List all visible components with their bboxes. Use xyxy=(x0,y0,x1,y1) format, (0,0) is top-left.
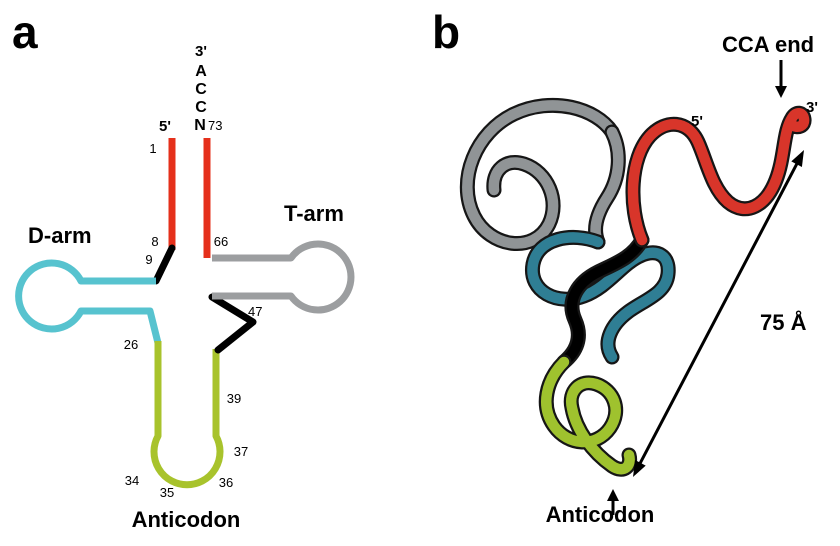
acceptor-tube xyxy=(627,108,810,246)
residue-47: 47 xyxy=(248,304,262,319)
distance-label: 75 Å xyxy=(760,309,807,335)
three-prime-label: 3' xyxy=(195,43,207,60)
anticodon-arrowhead-icon xyxy=(607,489,619,501)
five-prime-label: 5' xyxy=(159,118,171,135)
acceptor-letter-c1: C xyxy=(195,81,207,98)
residue-8: 8 xyxy=(151,234,158,249)
residue-39: 39 xyxy=(227,391,241,406)
t-arm-stem-tube xyxy=(590,126,624,248)
connector-8-9 xyxy=(152,244,176,285)
cca-end-label: CCA end xyxy=(722,32,814,57)
five-prime-label-b: 5' xyxy=(691,113,703,130)
acceptor-letter-n: N xyxy=(194,117,206,134)
cca-end-arrow xyxy=(775,60,787,98)
three-prime-label-b: 3' xyxy=(806,99,818,116)
panel-a-schematic: a 3' A C C N 73 5' 1 8 9 66 D-arm T-arm … xyxy=(12,6,355,532)
t-arm-strand xyxy=(212,240,355,314)
residue-1: 1 xyxy=(149,141,156,156)
residue-35: 35 xyxy=(160,485,174,500)
acceptor-letter-c2: C xyxy=(195,99,207,116)
anticodon-arm-strand xyxy=(150,341,224,489)
anticodon-tube xyxy=(541,356,635,475)
panel-b-letter: b xyxy=(432,6,460,58)
cca-end-arrowhead-icon xyxy=(775,86,787,98)
residue-73: 73 xyxy=(208,118,222,133)
residue-36: 36 xyxy=(219,475,233,490)
residue-37: 37 xyxy=(234,444,248,459)
t-arm-label: T-arm xyxy=(284,201,344,226)
d-arm-strand xyxy=(15,259,162,344)
connector-tube xyxy=(558,234,648,368)
distance-arrow xyxy=(633,150,804,477)
d-arm-label: D-arm xyxy=(28,223,92,248)
distance-arrowhead-bottom-icon xyxy=(633,460,646,477)
panel-b-3d-structure: b CCA end 3' 5' xyxy=(432,6,818,527)
residue-9: 9 xyxy=(145,252,152,267)
panel-a-letter: a xyxy=(12,6,38,58)
distance-arrowhead-top-icon xyxy=(791,150,804,167)
t-arm-tube xyxy=(462,100,618,249)
acceptor-letter-a: A xyxy=(195,63,207,80)
anticodon-label-a: Anticodon xyxy=(132,507,241,532)
anticodon-label-b: Anticodon xyxy=(546,502,655,527)
distance-arrow-shaft xyxy=(636,158,801,469)
d-arm-tube xyxy=(527,232,674,363)
residue-66: 66 xyxy=(214,234,228,249)
anticodon-arrow xyxy=(607,489,619,515)
variable-loop-strand xyxy=(208,293,257,354)
residue-26: 26 xyxy=(124,337,138,352)
residue-34: 34 xyxy=(125,473,139,488)
